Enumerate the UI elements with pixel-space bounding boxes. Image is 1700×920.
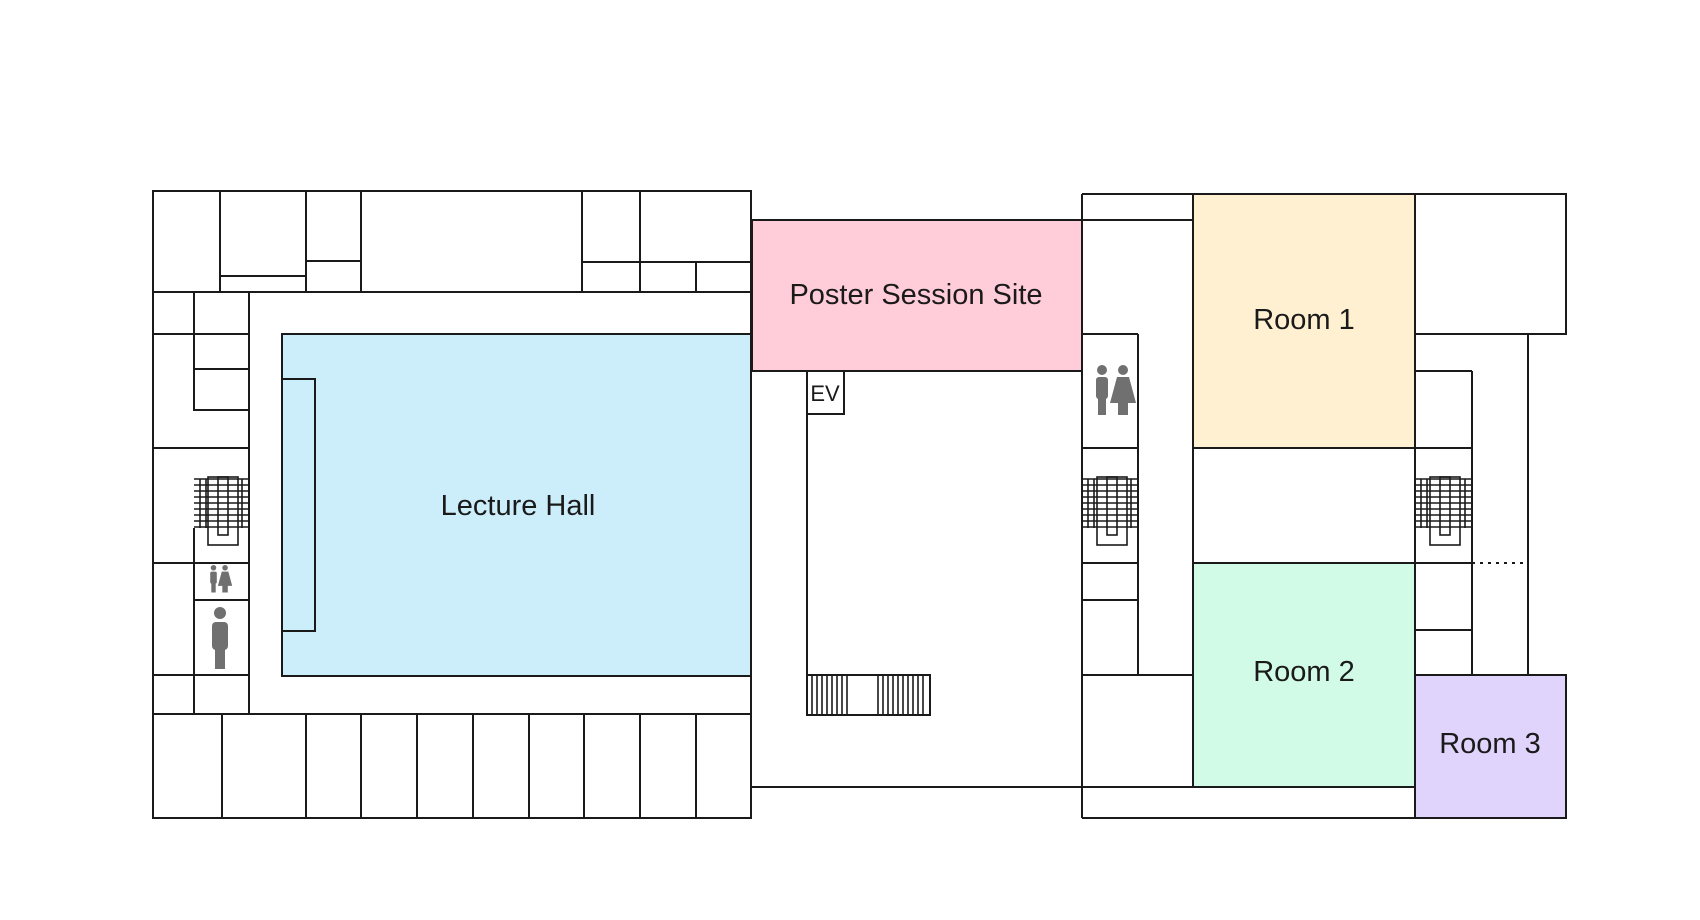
- right-building-walls: [1081, 193, 1567, 819]
- poster-session-label: Poster Session Site: [789, 279, 1042, 311]
- center-walls: [751, 219, 1082, 788]
- restroom-icon: [210, 565, 233, 593]
- room-1[interactable]: [1192, 193, 1416, 449]
- elevator-label: EV: [810, 381, 840, 406]
- left-building-walls: [152, 190, 752, 819]
- lecture-hall-room[interactable]: [281, 333, 752, 677]
- room-3[interactable]: [1414, 674, 1567, 819]
- stairs-icon: [811, 675, 924, 715]
- stairs-icon: [1082, 476, 1138, 546]
- poster-session-room[interactable]: [751, 219, 1083, 372]
- stairs-icon: [194, 476, 249, 546]
- lecture-hall-label: Lecture Hall: [441, 490, 596, 522]
- room-2[interactable]: [1192, 562, 1416, 788]
- room-2-label: Room 2: [1253, 656, 1355, 688]
- stairs-icon: [1415, 476, 1472, 546]
- room-3-label: Room 3: [1439, 728, 1541, 760]
- room-1-label: Room 1: [1253, 304, 1355, 336]
- restroom-icon: [1096, 365, 1136, 415]
- man-icon: [212, 607, 228, 669]
